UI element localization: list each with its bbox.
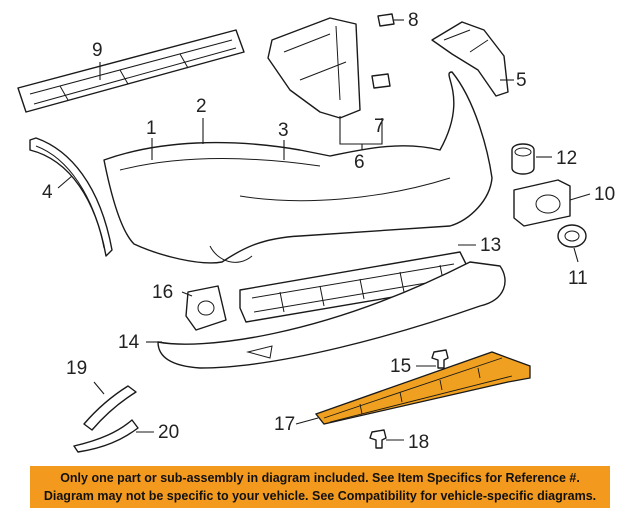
- callout-11: 11: [568, 268, 588, 289]
- part-lamp-bracket: [185, 285, 227, 331]
- part-sensor-bezel: [511, 143, 535, 175]
- callout-2: 2: [196, 96, 207, 117]
- part-bracket-center: [267, 17, 391, 119]
- part-clip-lower: [431, 349, 449, 369]
- disclaimer-line-1: Only one part or sub-assembly in diagram…: [60, 471, 580, 485]
- callout-13: 13: [480, 235, 501, 256]
- part-molding-upper: [83, 385, 137, 431]
- disclaimer-banner: Only one part or sub-assembly in diagram…: [30, 466, 610, 508]
- callout-7: 7: [374, 116, 385, 137]
- part-sensor-housing: [513, 179, 571, 227]
- callout-labels: 9 2 3 1 4 5 6 7 8 12 10 11 13 16 14 15 1…: [42, 10, 615, 453]
- callout-9: 9: [92, 40, 103, 61]
- part-sensor: [557, 224, 587, 248]
- parts-diagram: 9 2 3 1 4 5 6 7 8 12 10 11 13 16 14 15 1…: [17, 10, 615, 453]
- disclaimer-line-2: Diagram may not be specific to your vehi…: [43, 489, 597, 503]
- part-retainer: [377, 13, 395, 27]
- part-reinforcement-beam: [17, 29, 245, 113]
- part-side-extension: [29, 137, 113, 257]
- callout-15: 15: [390, 356, 411, 377]
- callout-4: 4: [42, 182, 53, 203]
- callout-3: 3: [278, 120, 289, 141]
- callout-6: 6: [354, 152, 365, 173]
- callout-5: 5: [516, 70, 527, 91]
- part-clip-bottom: [369, 429, 387, 449]
- callout-1: 1: [146, 118, 157, 139]
- callout-16: 16: [152, 282, 173, 303]
- callout-12: 12: [556, 148, 577, 169]
- callout-19: 19: [66, 358, 87, 379]
- part-highlighted: [314, 351, 531, 425]
- callout-20: 20: [158, 422, 179, 443]
- part-bumper-cover: [103, 71, 493, 264]
- leader-lines: [57, 19, 591, 441]
- callout-10: 10: [594, 184, 615, 205]
- part-side-bracket: [431, 21, 509, 97]
- callout-17: 17: [274, 414, 295, 435]
- part-lower-cover: [157, 261, 506, 369]
- callout-14: 14: [118, 332, 140, 353]
- part-molding-lower: [73, 419, 139, 453]
- callout-18: 18: [408, 432, 429, 453]
- callout-8: 8: [408, 10, 419, 31]
